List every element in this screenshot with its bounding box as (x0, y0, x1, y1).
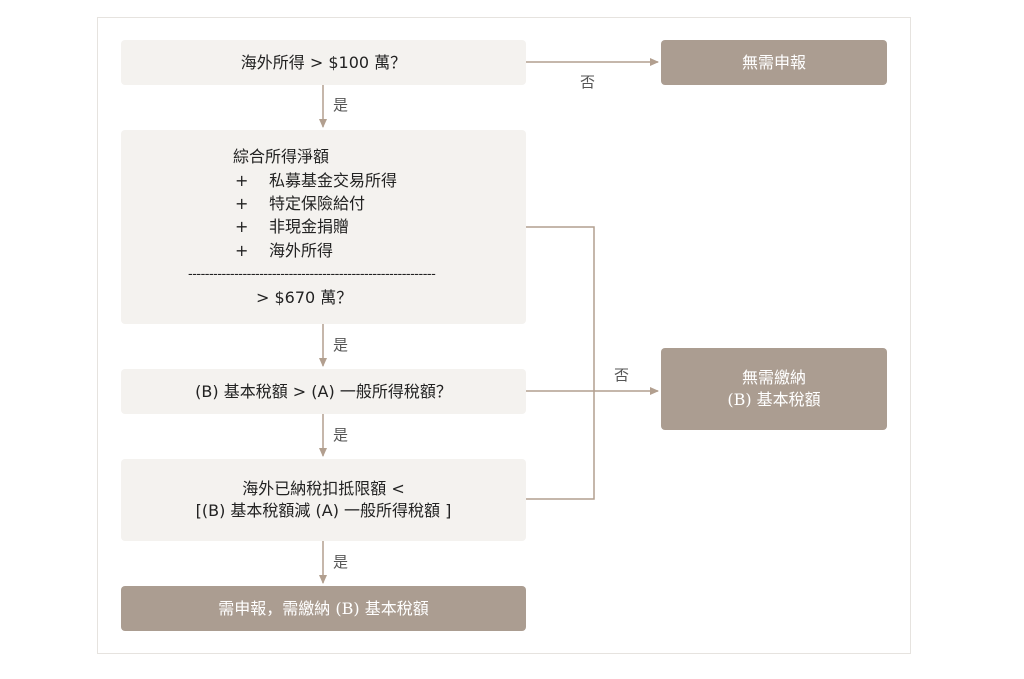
combined-income-threshold: > $670 萬？ (256, 288, 353, 307)
outcome-no-pay-line2: (B) 基本稅額 (727, 390, 821, 409)
yes-label: 是 (333, 336, 349, 354)
flowchart-frame (97, 17, 911, 654)
yes-label: 是 (333, 426, 349, 444)
question-foreign-tax-credit: 海外已納稅扣抵限額 < [(B) 基本稅額減 (A) 一般所得稅額 ] (121, 459, 526, 541)
combined-income-item: +海外所得 (235, 241, 334, 260)
no-label: 否 (614, 366, 630, 384)
combined-income-head: 綜合所得淨額 (233, 147, 330, 166)
question-foreign-tax-credit-line2: [(B) 基本稅額減 (A) 一般所得稅額 ] (195, 501, 452, 520)
combined-income-item: +非現金捐贈 (235, 217, 350, 236)
no-label: 否 (580, 73, 596, 91)
outcome-no-pay-line1: 無需繳納 (741, 368, 806, 387)
outcome-must-report-text: 需申報，需繳納 (B) 基本稅額 (218, 598, 429, 618)
combined-income-item: +私募基金交易所得 (235, 171, 398, 190)
question-basic-tax-compare-text: (B) 基本稅額 > (A) 一般所得稅額？ (195, 381, 452, 401)
combined-income-item: +特定保險給付 (235, 194, 366, 213)
outcome-no-pay: 無需繳納 (B) 基本稅額 (661, 348, 887, 430)
yes-label: 是 (333, 553, 349, 571)
question-overseas-income: 海外所得 > $100 萬？ (121, 40, 526, 85)
question-overseas-income-text: 海外所得 > $100 萬？ (240, 52, 407, 72)
outcome-no-report: 無需申報 (661, 40, 887, 85)
combined-income-divider: ----------------------------------------… (188, 267, 436, 282)
outcome-must-report: 需申報，需繳納 (B) 基本稅額 (121, 586, 526, 631)
no-bus-line (526, 226, 595, 500)
outcome-no-report-text: 無需申報 (741, 52, 806, 72)
question-basic-tax-compare: (B) 基本稅額 > (A) 一般所得稅額？ (121, 369, 526, 414)
question-foreign-tax-credit-line1: 海外已納稅扣抵限額 < (242, 479, 405, 498)
yes-label: 是 (333, 96, 349, 114)
question-combined-income: 綜合所得淨額 +私募基金交易所得 +特定保險給付 +非現金捐贈 +海外所得 --… (121, 130, 526, 324)
